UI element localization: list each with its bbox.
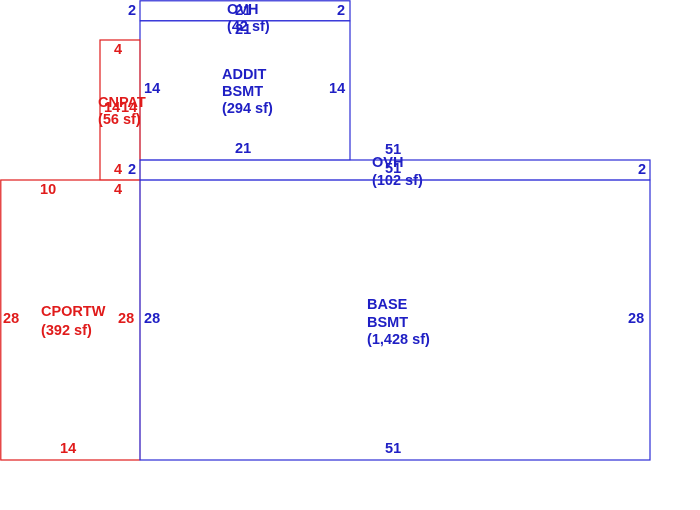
cnpat-bottom-dim: 4 — [114, 162, 122, 178]
ovh-mid-left-dim: 2 — [128, 162, 136, 178]
base-bsmt-outline — [139, 179, 651, 461]
addit-bsmt-area: (294 sf) — [222, 101, 273, 117]
ovh-mid-label: OVH — [372, 155, 403, 171]
addit-bsmt-label-line2: BSMT — [222, 84, 263, 100]
ovh-mid-area: (102 sf) — [372, 173, 423, 189]
ovh-mid-top-dim: 51 — [385, 142, 401, 158]
base-bsmt-label-line2: BSMT — [367, 315, 408, 331]
addit-bsmt-section: ADDIT BSMT (294 sf) 14 14 21 — [139, 20, 351, 161]
ovh-top-area: (42 sf) — [227, 19, 270, 35]
cportw-left-dim: 28 — [3, 311, 19, 327]
cportw-bottom-dim: 14 — [60, 441, 76, 457]
ovh-top-right-dim: 2 — [337, 3, 345, 19]
cnpat-area: (56 sf) — [98, 112, 141, 128]
cnpat-side-dim: 14 — [104, 100, 120, 116]
ovh-top-label: OVH — [227, 2, 258, 18]
ovh-top-bottom-dim: 21 — [235, 22, 251, 38]
base-bsmt-left-dim: 28 — [144, 311, 160, 327]
cnpat-label: CNPAT — [98, 95, 146, 111]
base-bsmt-right-dim: 28 — [628, 311, 644, 327]
addit-bsmt-right-dim: 14 — [329, 81, 345, 97]
cnpat-side-dim-2: 14 — [121, 100, 137, 116]
cportw-area: (392 sf) — [41, 323, 92, 339]
cportw-section: 10 4 CPORTW (392 sf) 28 28 14 — [0, 179, 141, 461]
addit-bsmt-bottom-dim: 21 — [235, 141, 251, 157]
ovh-mid-bottom-dim: 51 — [385, 161, 401, 177]
ovh-top-left-dim: 2 — [128, 3, 136, 19]
base-bsmt-section: BASE BSMT (1,428 sf) 28 28 51 — [139, 179, 651, 461]
addit-bsmt-label-line1: ADDIT — [222, 67, 266, 83]
ovh-top-section: OVH (42 sf) 2 21 21 2 — [128, 0, 351, 38]
ovh-top-top-dim: 21 — [235, 3, 251, 19]
ovh-mid-section: 51 OVH 51 (102 sf) 2 2 — [128, 142, 651, 189]
cportw-label: CPORTW — [41, 304, 106, 320]
cnpat-top-dim: 4 — [114, 42, 122, 58]
cportw-top-right-dim: 4 — [114, 182, 122, 198]
base-bsmt-label-line1: BASE — [367, 297, 408, 313]
ovh-mid-right-dim: 2 — [638, 162, 646, 178]
cportw-top-dim: 10 — [40, 182, 56, 198]
cportw-right-dim: 28 — [118, 311, 134, 327]
base-bsmt-area: (1,428 sf) — [367, 332, 430, 348]
cnpat-section: 4 CNPAT 14 14 (56 sf) 4 — [98, 39, 146, 181]
base-bsmt-bottom-dim: 51 — [385, 441, 401, 457]
addit-bsmt-left-dim: 14 — [144, 81, 160, 97]
